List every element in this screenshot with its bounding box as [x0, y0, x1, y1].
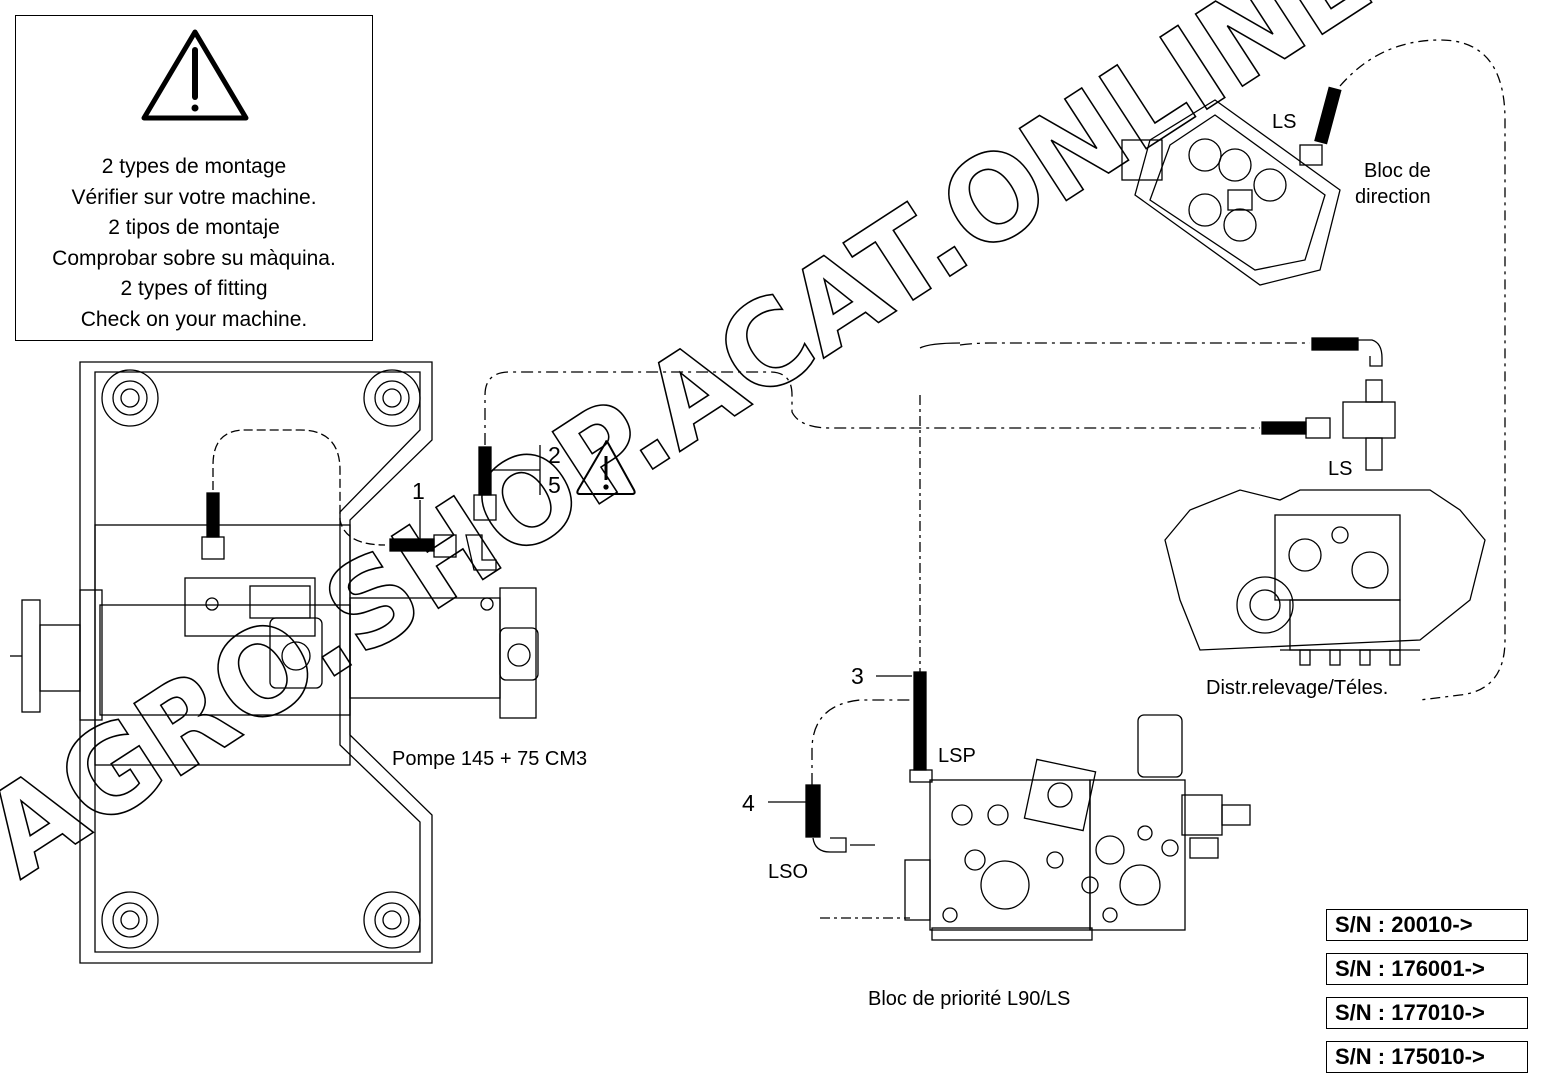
- serial-box: S/N : 175010->: [1326, 1041, 1528, 1073]
- bolt-bottom-right: [363, 891, 421, 949]
- serial-box: S/N : 177010->: [1326, 997, 1528, 1029]
- distributor-block: [1164, 489, 1486, 666]
- callout-4: 4: [742, 790, 755, 816]
- pump-label: Pompe 145 + 75 CM3: [392, 748, 588, 770]
- notice-line: 2 tipos de montaje: [108, 216, 280, 239]
- notice-line: Vérifier sur votre machine.: [71, 185, 317, 209]
- distributor-label: Distr.relevage/Téles.: [1206, 677, 1389, 699]
- callout-3: 3: [851, 663, 864, 689]
- priority-block: [904, 714, 1251, 941]
- warning-icon-small: [576, 440, 636, 495]
- watermark-text: AGRO.SHOP.ACAT.ONLINE: [0, 0, 1395, 904]
- lso-label: LSO: [768, 861, 809, 883]
- hose-line-ls: [484, 371, 1260, 445]
- ls-label-mid: LS: [1328, 458, 1353, 480]
- ls-label-top: LS: [1272, 111, 1297, 133]
- bolt-top-right: [363, 369, 421, 427]
- notice-line: 2 types de montage: [101, 155, 287, 178]
- steering-label-line1: Bloc de: [1364, 160, 1431, 182]
- hose-ls-pump: [212, 429, 386, 546]
- steering-block: [1121, 99, 1341, 286]
- bolt-top-left: [101, 369, 159, 427]
- lsp-label: LSP: [938, 745, 976, 767]
- steering-label-line2: direction: [1355, 186, 1431, 208]
- notice-line: Comprobar sobre su màquina.: [52, 246, 336, 270]
- callout-5: 5: [548, 472, 561, 498]
- warning-icon-large: [141, 29, 249, 121]
- serial-box: S/N : 20010->: [1326, 909, 1528, 941]
- callout-2: 2: [548, 442, 561, 468]
- notice-line: 2 types of fitting: [120, 277, 268, 300]
- fitting-4-lso: [805, 784, 821, 838]
- priority-block-label: Bloc de priorité L90/LS: [868, 988, 1071, 1010]
- pump-assembly: [10, 361, 539, 964]
- notice-line: Check on your machine.: [80, 307, 308, 331]
- callout-1: 1: [412, 478, 425, 504]
- bolt-bottom-left: [101, 891, 159, 949]
- notice-text: 2 types de montage Vérifier sur votre ma…: [16, 152, 372, 335]
- serial-box: S/N : 176001->: [1326, 953, 1528, 985]
